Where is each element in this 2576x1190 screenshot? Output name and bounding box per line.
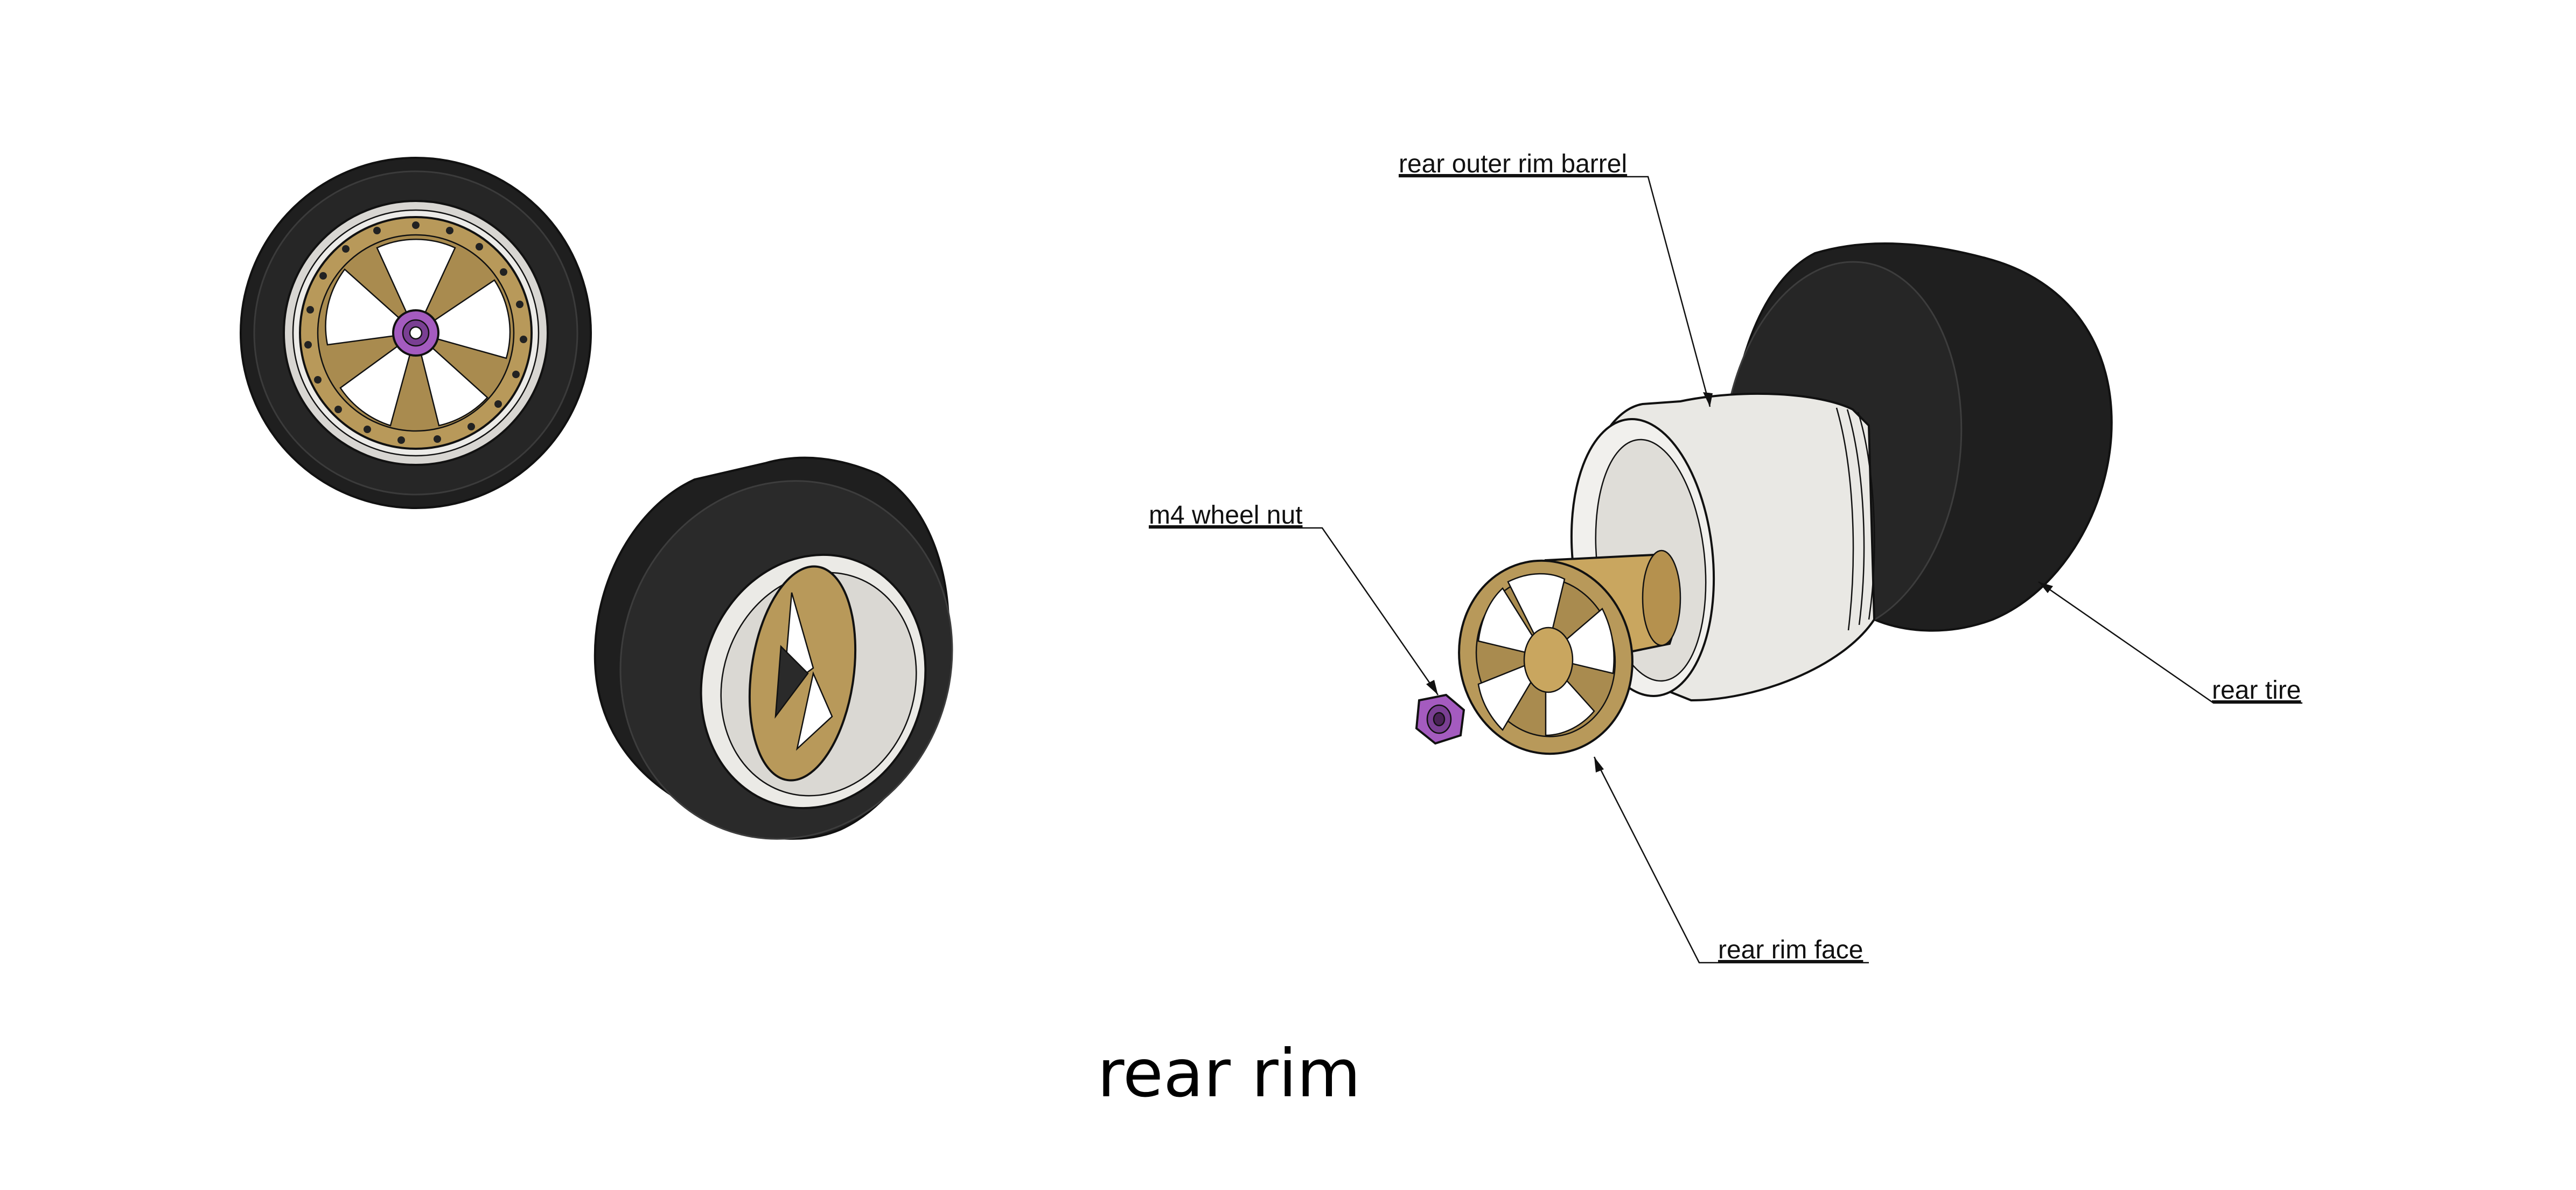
exploded-wheel-nut — [1415, 693, 1465, 745]
callout-label-nut: m4 wheel nut — [1149, 501, 1303, 530]
callout-label-tire: rear tire — [2212, 676, 2301, 705]
callout-rear-rim-face: rear rim face — [1593, 756, 1869, 964]
callout-rear-tire: rear tire — [2038, 581, 2302, 705]
iso-view-rim-face — [748, 565, 857, 782]
assembled-wheel-front-view — [240, 157, 592, 509]
diagram-title: rear rim — [1097, 1035, 1360, 1112]
exploded-rim-face — [1458, 559, 1633, 755]
callout-label-barrel: rear outer rim barrel — [1399, 150, 1627, 178]
front-view-wheel-nut — [392, 309, 439, 357]
callout-label-face: rear rim face — [1718, 936, 1863, 964]
callout-m4-wheel-nut: m4 wheel nut — [1149, 501, 1439, 695]
callout-rear-outer-rim-barrel: rear outer rim barrel — [1399, 150, 1713, 407]
assembled-wheel-iso-view — [594, 456, 953, 840]
